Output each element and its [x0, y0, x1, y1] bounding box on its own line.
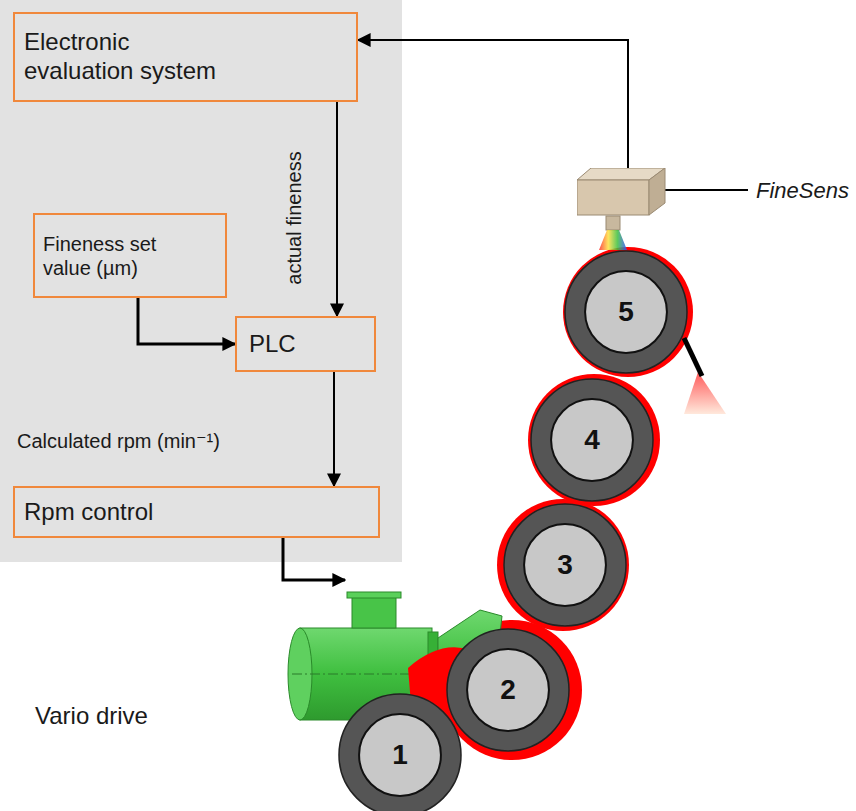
- leader-line: [665, 189, 748, 191]
- box-label: PLC: [249, 330, 296, 359]
- process-box: Rpm control: [13, 486, 380, 538]
- callout-number: 3: [503, 503, 627, 627]
- coating-layer: [528, 374, 660, 506]
- roll: 4: [530, 378, 654, 502]
- input-box: Fineness set value (µm): [33, 213, 227, 298]
- callout-number: 5: [564, 250, 688, 374]
- sensor-body: [577, 168, 667, 216]
- sensor-head: FineSens: [577, 168, 667, 216]
- doctor-blade: [684, 338, 702, 376]
- signal-arrow: [336, 102, 338, 316]
- callout-number: 1: [338, 693, 462, 811]
- drive-label: Vario drive: [35, 702, 148, 731]
- roll: 2: [446, 628, 570, 752]
- callout-number: 4: [530, 378, 654, 502]
- box-label: Rpm control: [24, 498, 153, 527]
- signal-arrow: [138, 298, 235, 344]
- roll: 3: [503, 503, 627, 627]
- coating-layer: [497, 499, 629, 631]
- box-label: Electronic evaluation system: [24, 28, 229, 86]
- signal-arrow: [283, 538, 345, 580]
- callout-number: 2: [446, 628, 570, 752]
- process-box: PLC: [235, 316, 376, 372]
- spray-cone: [684, 372, 726, 414]
- roll: 5: [564, 250, 688, 374]
- sensor-nozzle: [606, 216, 620, 230]
- sensor-label: FineSens: [756, 178, 849, 204]
- light-beam: [599, 230, 627, 250]
- control-panel: [0, 0, 402, 562]
- signal-arrow: [333, 372, 335, 486]
- signal-label: actual fineness: [281, 151, 305, 284]
- signal-arrow: [358, 40, 628, 168]
- box-label: Fineness set value (µm): [43, 232, 193, 280]
- roll: 1: [338, 693, 462, 811]
- coating-layer: [563, 247, 693, 377]
- signal-label: Calculated rpm (min⁻¹): [17, 429, 220, 453]
- process-box: Electronic evaluation system: [13, 12, 358, 102]
